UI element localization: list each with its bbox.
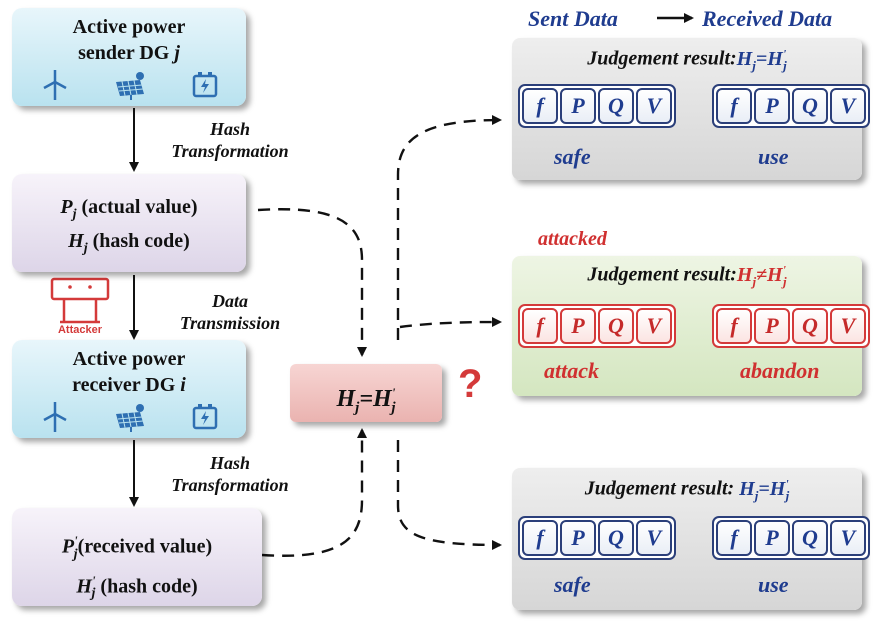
- result-panel-safe-top: Judgement result:Hj=H'j f P Q V f P Q V …: [512, 38, 870, 180]
- judgement-line-bottom: Judgement result: Hj=H'j: [584, 476, 790, 503]
- cell-q: Q: [792, 308, 828, 344]
- state-use-bottom: use: [758, 572, 789, 597]
- cell-p: P: [560, 520, 596, 556]
- solar-panel-icon: [116, 404, 144, 432]
- dash-received-to-compare: [261, 428, 367, 557]
- receiver-line2: receiver DG i: [72, 374, 186, 396]
- hash-compare-box: Hj=H'j: [290, 364, 442, 422]
- cell-f: f: [522, 88, 558, 124]
- sender-dg-box: Active power sender DG j: [12, 8, 246, 106]
- received-data-group-attack: f P Q V: [712, 304, 870, 348]
- received-p-line: P'j(received value): [61, 533, 213, 562]
- state-abandon: abandon: [740, 358, 820, 383]
- cell-q: Q: [792, 88, 828, 124]
- received-value-box: P'j(received value) H'j (hash code): [12, 508, 262, 606]
- cell-p: P: [754, 520, 790, 556]
- received-data-group-top: f P Q V: [712, 84, 870, 128]
- dash-to-bottom-panel: [396, 440, 502, 550]
- hash-transformation-label-1: Hash Transformation: [171, 119, 289, 161]
- receiver-icons: [12, 402, 246, 432]
- cell-v: V: [636, 520, 672, 556]
- sent-data-group-attack: f P Q V: [518, 304, 676, 348]
- sender-line2: sender DG j: [78, 42, 180, 64]
- cell-v: V: [830, 308, 866, 344]
- receiver-line1: Active power: [72, 348, 186, 370]
- cell-f: f: [716, 520, 752, 556]
- actual-h-line: Hj (hash code): [68, 230, 190, 256]
- data-transmission-label: Data Transmission: [179, 291, 281, 333]
- cell-v: V: [830, 520, 866, 556]
- judgement-line-middle: Judgement result:Hj≠H'j: [587, 262, 787, 289]
- state-use-top: use: [758, 144, 789, 169]
- wind-turbine-icon: [43, 70, 67, 100]
- dash-to-top-panel: [396, 115, 502, 340]
- cell-v: V: [636, 308, 672, 344]
- state-safe-top: safe: [554, 144, 591, 169]
- attacker-label: Attacker: [57, 324, 103, 336]
- actual-p-line: Pj (actual value): [60, 196, 198, 222]
- cell-v: V: [830, 88, 866, 124]
- actual-value-box: Pj (actual value) Hj (hash code): [12, 174, 246, 272]
- battery-icon: [192, 404, 218, 430]
- cell-f: f: [522, 308, 558, 344]
- cell-p: P: [754, 88, 790, 124]
- attacker-icon: [50, 277, 110, 324]
- cell-v: V: [636, 88, 672, 124]
- header-sent-data: Sent Data: [528, 6, 618, 31]
- judgement-line-top: Judgement result:Hj=H'j: [587, 46, 787, 73]
- question-mark-icon: ?: [458, 362, 483, 406]
- header-received-data: Received Data: [702, 6, 833, 31]
- result-panel-safe-bottom: Judgement result: Hj=H'j f P Q V f P Q V…: [512, 468, 870, 610]
- battery-icon: [192, 72, 218, 98]
- cell-p: P: [560, 88, 596, 124]
- cell-q: Q: [598, 88, 634, 124]
- cell-q: Q: [598, 308, 634, 344]
- result-panel-attack: Judgement result:Hj≠H'j f P Q V f P Q V …: [512, 256, 870, 396]
- sent-data-group-bottom: f P Q V: [518, 516, 676, 560]
- cell-p: P: [754, 308, 790, 344]
- hash-transformation-label-2: Hash Transformation: [171, 453, 289, 495]
- dash-to-middle-panel: [399, 317, 502, 329]
- sender-icons: [12, 70, 246, 100]
- state-safe-bottom: safe: [554, 572, 591, 597]
- sent-data-group-top: f P Q V: [518, 84, 676, 128]
- cell-q: Q: [598, 520, 634, 556]
- received-data-group-bottom: f P Q V: [712, 516, 870, 560]
- cell-q: Q: [792, 520, 828, 556]
- state-attack: attack: [544, 358, 599, 383]
- receiver-dg-box: Active power receiver DG i: [12, 340, 246, 438]
- attacked-label: attacked: [538, 228, 607, 250]
- dash-actual-to-compare: [257, 208, 367, 357]
- cell-f: f: [716, 88, 752, 124]
- cell-f: f: [522, 520, 558, 556]
- cell-p: P: [560, 308, 596, 344]
- solar-panel-icon: [116, 72, 144, 100]
- received-h-line: H'j (hash code): [76, 572, 198, 602]
- wind-turbine-icon: [43, 402, 67, 432]
- sender-line1: Active power: [72, 16, 186, 38]
- cell-f: f: [716, 308, 752, 344]
